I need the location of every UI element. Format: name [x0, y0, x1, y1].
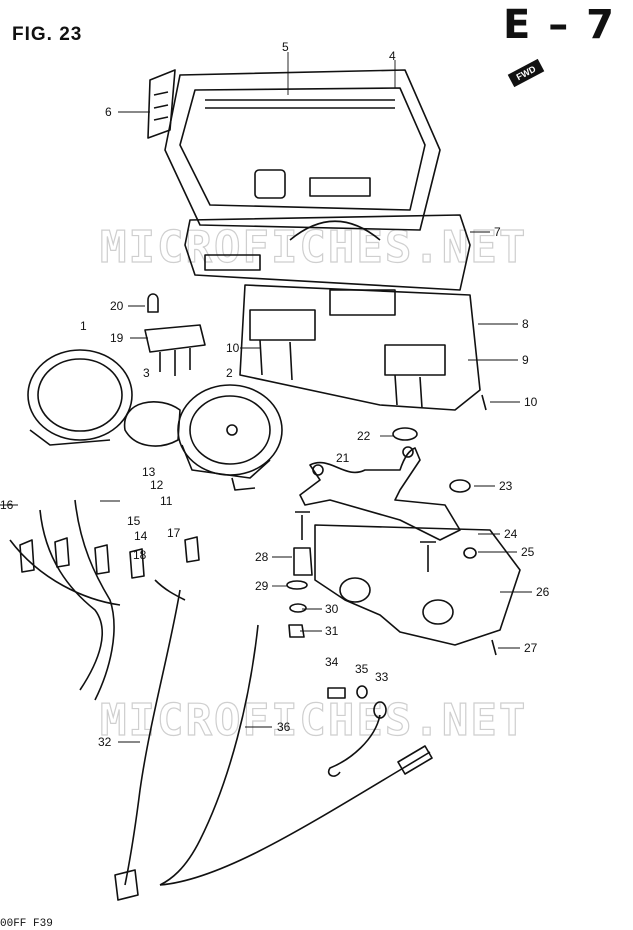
callout-13: 13 [142, 465, 156, 479]
callout-16: 16 [0, 498, 14, 512]
wiring-harness [9, 499, 200, 701]
watermark-bottom: MICROFICHES.NET [100, 695, 527, 746]
callout-22: 22 [357, 429, 371, 443]
callout-10a: 10 [226, 341, 240, 355]
callout-33: 33 [375, 670, 389, 684]
callout-31: 31 [325, 624, 339, 638]
callout-35: 35 [355, 662, 369, 676]
sheet-code: E – 7 [503, 2, 617, 48]
cable-connector [159, 751, 431, 886]
callout-3: 3 [143, 366, 150, 380]
callout-5: 5 [282, 40, 289, 54]
callout-9: 9 [522, 353, 529, 367]
callout-34: 34 [325, 655, 339, 669]
callout-2: 2 [226, 366, 233, 380]
speedometer-cable [124, 589, 181, 886]
bulb-socket-plate [144, 324, 206, 376]
callout-6: 6 [105, 105, 112, 119]
callout-7: 7 [494, 225, 501, 239]
callout-numbers: 1 2 3 4 5 6 7 8 9 10 10 11 12 13 14 15 1… [0, 40, 550, 749]
callout-17: 17 [167, 526, 181, 540]
meter-lower-case [239, 284, 481, 411]
callout-19: 19 [110, 331, 124, 345]
callout-28: 28 [255, 550, 269, 564]
meter-bracket [299, 446, 461, 541]
speedometer [27, 349, 133, 446]
callout-12: 12 [150, 478, 164, 492]
meter-case-cover [164, 69, 441, 231]
fuel-gauge [123, 401, 181, 447]
callout-1: 1 [80, 319, 87, 333]
mounting-hardware [286, 394, 497, 719]
callout-23: 23 [499, 479, 513, 493]
callout-24: 24 [504, 527, 518, 541]
meter-middle-case [184, 214, 471, 291]
indicator-lens [147, 69, 176, 139]
callout-29: 29 [255, 579, 269, 593]
callout-8: 8 [522, 317, 529, 331]
callout-18: 18 [133, 548, 147, 562]
callout-20: 20 [110, 299, 124, 313]
callout-14: 14 [134, 529, 148, 543]
tachometer [177, 384, 283, 491]
callout-32: 32 [98, 735, 112, 749]
footer-code: 00FF F39 [0, 918, 53, 930]
callout-4: 4 [389, 49, 396, 63]
callout-21: 21 [336, 451, 350, 465]
callout-30: 30 [325, 602, 339, 616]
figure-title: FIG. 23 [12, 24, 83, 45]
watermark-top: MICROFICHES.NET [100, 222, 527, 273]
bulb [147, 293, 159, 313]
tachometer-cable [159, 624, 259, 886]
callout-15: 15 [127, 514, 141, 528]
callout-11: 11 [160, 494, 173, 508]
callout-36: 36 [277, 720, 291, 734]
callout-26: 26 [536, 585, 550, 599]
meter-lower-cover [314, 524, 521, 646]
callout-10b: 10 [524, 395, 538, 409]
callout-25: 25 [521, 545, 535, 559]
cable-clamp [327, 714, 381, 777]
speedometer-cable-end [114, 869, 139, 901]
callout-27: 27 [524, 641, 538, 655]
